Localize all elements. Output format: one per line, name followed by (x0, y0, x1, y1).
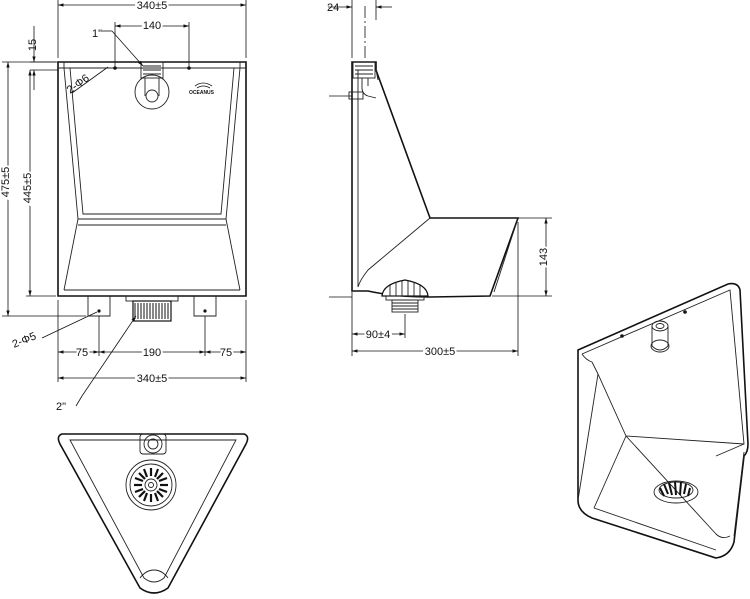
top-body-outline (57, 433, 249, 594)
dim-side-drain-offset: 90±4 (366, 329, 390, 341)
label-inlet: 1" (92, 28, 102, 40)
iso-inlet (650, 320, 670, 353)
side-dimensions: 24 143 90±4 300±5 (327, 0, 552, 360)
label-bottom-holes: 2-Φ5 (11, 330, 38, 350)
dim-overall-height: 475±5 (0, 167, 12, 198)
dim-side-depth: 300±5 (425, 346, 456, 358)
iso-drain-strainer (653, 480, 699, 504)
dim-side-depth-top: 24 (327, 2, 339, 14)
dim-bottom-center: 190 (143, 347, 161, 359)
side-body-outline (351, 61, 520, 298)
dim-inlet-spacing: 140 (143, 20, 161, 32)
label-top-holes: 2-Φ6 (65, 72, 92, 96)
front-body-outline (57, 61, 247, 297)
dim-side-bowl-height: 143 (538, 248, 550, 266)
dim-front-width-bottom: 340±5 (137, 373, 168, 385)
dim-top-offset: 15 (27, 39, 39, 51)
side-view (329, 6, 520, 313)
front-view: OCEANUS (57, 61, 247, 322)
isometric-view (577, 282, 749, 559)
front-outlet-fitting (125, 295, 179, 322)
top-drain-strainer (125, 459, 177, 511)
dim-body-height: 445±5 (22, 173, 34, 204)
dim-bottom-left: 75 (76, 347, 88, 359)
brand-logo-text: OCEANUS (189, 90, 215, 96)
front-back-panel (63, 67, 241, 220)
dim-front-width-top: 340±5 (137, 0, 168, 12)
brand-logo: OCEANUS (189, 82, 215, 96)
iso-body-outline (577, 282, 749, 559)
dim-bottom-right: 75 (220, 347, 232, 359)
side-drain (381, 279, 429, 313)
top-view (57, 433, 249, 594)
front-inlet-spreader (134, 61, 170, 110)
label-outlet: 2" (56, 401, 66, 413)
